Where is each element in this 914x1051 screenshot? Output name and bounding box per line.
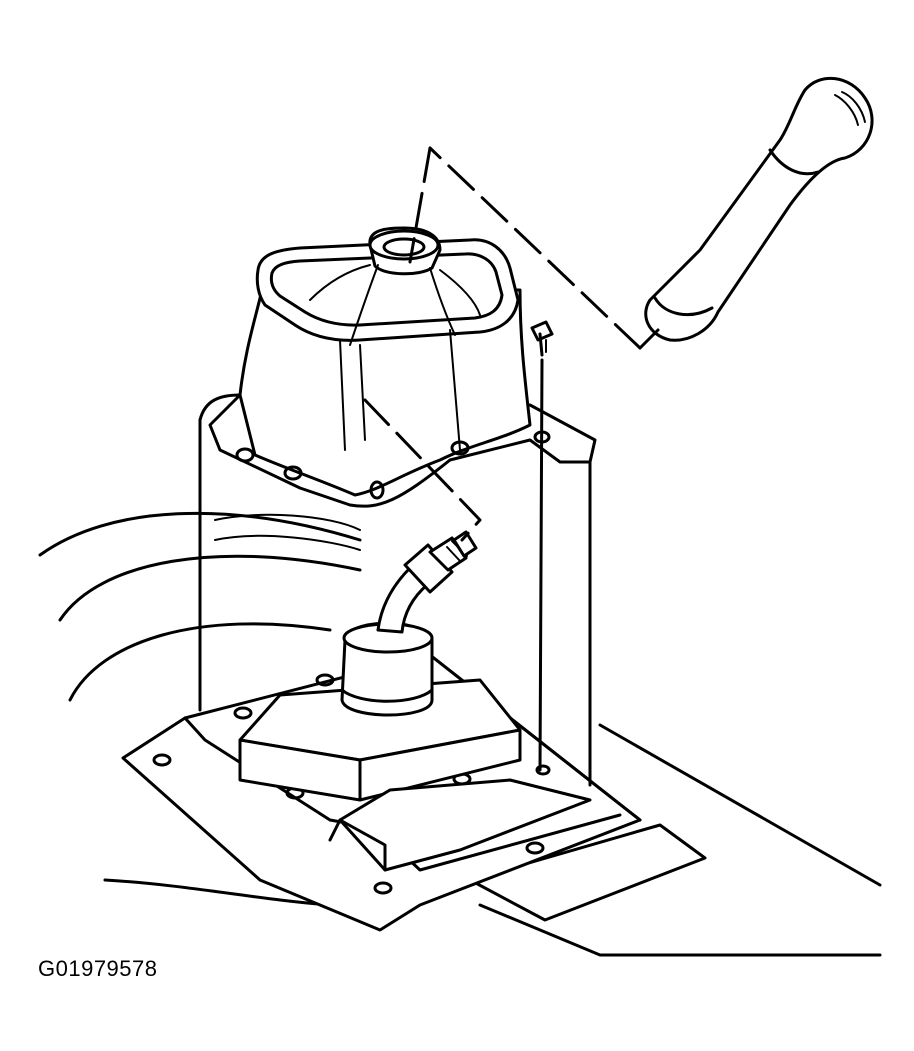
lower-boot [340, 621, 434, 717]
tunnel-plate [468, 823, 707, 922]
figure-id-label: G01979578 [38, 956, 158, 981]
shift-housing [238, 678, 592, 872]
shift-knob [644, 76, 874, 342]
floor-contours [38, 511, 882, 957]
console-bezel [198, 393, 592, 787]
shift-lever [376, 530, 478, 634]
upper-boot-bezel [208, 238, 597, 508]
alignment-line [363, 146, 660, 542]
boot-collar [349, 226, 456, 346]
screw [530, 320, 554, 772]
